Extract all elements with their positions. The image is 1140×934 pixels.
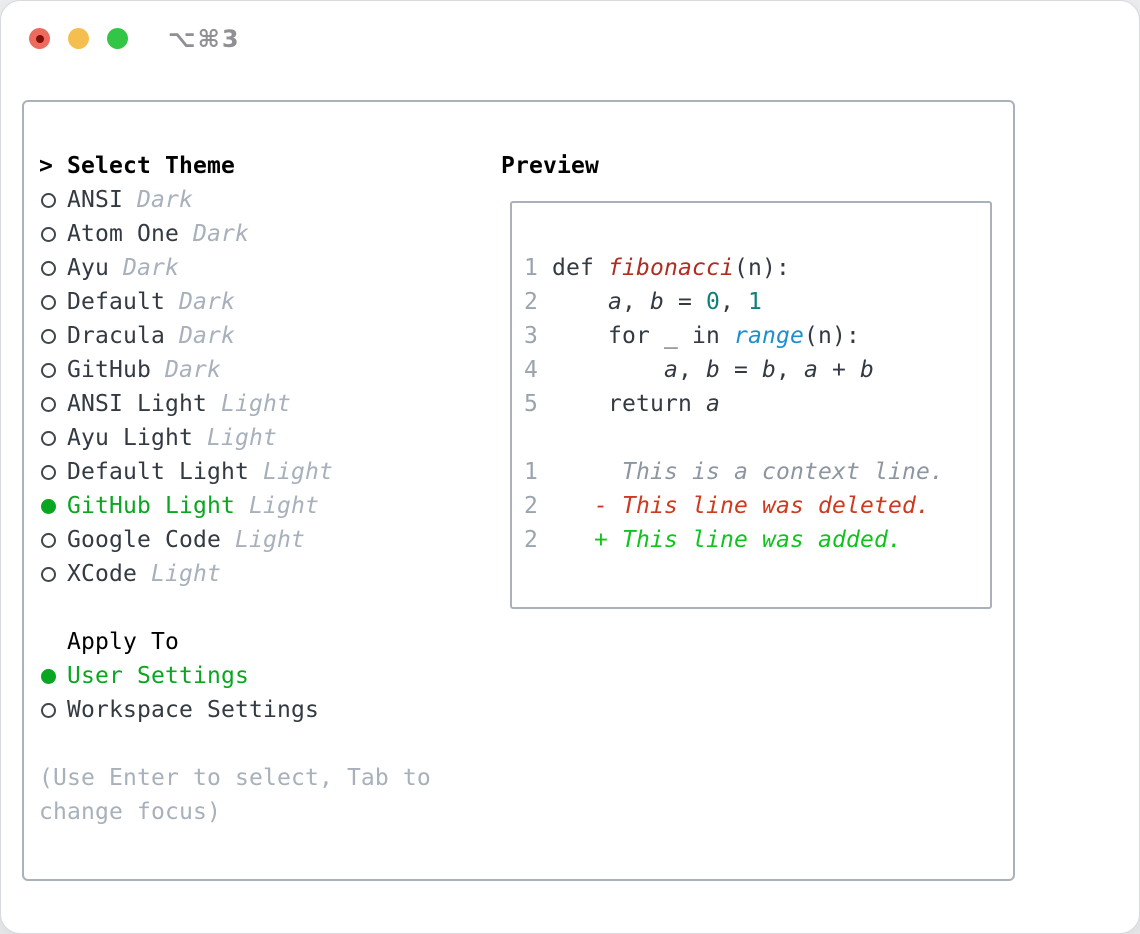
line-number: 2	[524, 493, 538, 519]
prompt-caret-icon: >	[39, 153, 53, 179]
line-number: 1	[524, 459, 538, 485]
variant-badge: Light	[151, 561, 221, 587]
theme-option[interactable]: Default Light Light	[39, 455, 443, 489]
option-label: Default	[67, 289, 165, 315]
variant-badge: Light	[248, 493, 319, 519]
radio-icon	[41, 702, 56, 718]
radio-selected-icon	[41, 668, 56, 684]
line-number: 1	[524, 255, 538, 281]
maximize-button[interactable]	[107, 28, 128, 49]
help-text: (Use Enter to select, Tab to change focu…	[39, 765, 431, 825]
preview-header: Preview	[501, 149, 599, 183]
window-title-shortcut: ⌥⌘3	[168, 25, 241, 53]
theme-option[interactable]: ANSI Light Light	[39, 387, 443, 421]
option-label: Ayu Light	[67, 425, 193, 451]
code-line: 5 return a	[524, 391, 720, 417]
variant-badge: Light	[262, 459, 333, 485]
preview-title: Preview	[501, 153, 599, 179]
theme-option[interactable]: Dracula Dark	[39, 319, 443, 353]
theme-option[interactable]: Atom One Dark	[39, 217, 443, 251]
code-line: 2 + This line was added.	[524, 527, 902, 553]
title-bar: ⌥⌘3	[1, 1, 1139, 71]
line-number: 5	[524, 391, 538, 417]
option-label: ANSI	[67, 187, 123, 213]
variant-badge: Light	[206, 425, 277, 451]
apply-to-title: Apply To	[67, 629, 179, 655]
apply-to-header: Apply To	[39, 625, 443, 659]
line-number: 3	[524, 323, 538, 349]
apply-to-option[interactable]: User Settings	[39, 659, 443, 693]
spacer	[39, 727, 443, 761]
theme-option[interactable]: Google Code Light	[39, 523, 443, 557]
radio-icon	[41, 192, 56, 208]
variant-badge: Dark	[123, 255, 179, 281]
theme-option[interactable]: Ayu Light Light	[39, 421, 443, 455]
radio-icon	[41, 294, 56, 310]
radio-icon	[41, 226, 56, 242]
code-line: 1 This is a context line.	[524, 459, 944, 485]
radio-selected-icon	[41, 498, 56, 514]
option-label: Atom One	[67, 221, 179, 247]
variant-badge: Dark	[178, 289, 235, 315]
option-label: GitHub	[67, 357, 151, 383]
radio-icon	[41, 260, 56, 276]
theme-option[interactable]: Ayu Dark	[39, 251, 443, 285]
variant-badge: Light	[234, 527, 305, 553]
apply-to-option[interactable]: Workspace Settings	[39, 693, 443, 727]
close-button[interactable]	[29, 28, 50, 49]
radio-icon	[41, 464, 56, 480]
variant-badge: Dark	[178, 323, 235, 349]
variant-badge: Dark	[192, 221, 249, 247]
variant-badge: Light	[220, 391, 291, 417]
minimize-button[interactable]	[68, 28, 89, 49]
theme-option[interactable]: XCode Light	[39, 557, 443, 591]
radio-icon	[41, 566, 56, 582]
unsaved-dot-icon	[35, 34, 44, 43]
code-line	[524, 421, 990, 455]
spacer	[39, 591, 443, 625]
theme-option[interactable]: ANSI Dark	[39, 183, 443, 217]
line-number: 2	[524, 527, 538, 553]
option-label: XCode	[67, 561, 137, 587]
select-theme-title: Select Theme	[67, 153, 235, 179]
radio-icon	[41, 396, 56, 412]
radio-icon	[41, 362, 56, 378]
code-line: 2 - This line was deleted.	[524, 493, 930, 519]
theme-option[interactable]: Default Dark	[39, 285, 443, 319]
option-label: Ayu	[67, 255, 109, 281]
radio-icon	[41, 430, 56, 446]
option-label: Google Code	[67, 527, 221, 553]
option-label: Workspace Settings	[67, 697, 319, 723]
theme-option[interactable]: GitHub Dark	[39, 353, 443, 387]
code-line: 4 a, b = b, a + b	[524, 357, 874, 383]
radio-icon	[41, 532, 56, 548]
line-number: 2	[524, 289, 538, 315]
variant-badge: Dark	[137, 187, 193, 213]
theme-option[interactable]: GitHub Light Light	[39, 489, 443, 523]
variant-badge: Dark	[164, 357, 221, 383]
option-label: ANSI Light	[67, 391, 207, 417]
option-label: Dracula	[67, 323, 165, 349]
option-label: User Settings	[67, 663, 249, 689]
code-line: 3 for _ in range(n):	[524, 323, 860, 349]
option-label: Default Light	[67, 459, 249, 485]
option-label: GitHub Light	[67, 493, 235, 519]
select-theme-header: > Select Theme	[39, 149, 443, 183]
line-number: 4	[524, 357, 538, 383]
code-line: 2 a, b = 0, 1	[524, 289, 762, 315]
radio-icon	[41, 328, 56, 344]
